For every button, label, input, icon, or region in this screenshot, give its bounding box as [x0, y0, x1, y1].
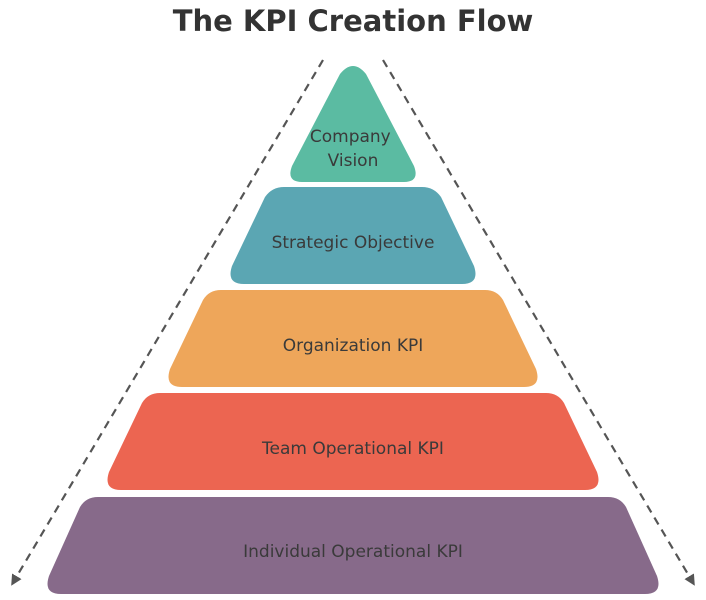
tier-individual-operational-kpi-label: Individual Operational KPI: [243, 542, 463, 562]
tier-organization-kpi-shape: [168, 290, 538, 387]
tier-organization-kpi-label: Organization KPI: [283, 336, 424, 356]
tier-organization-kpi: Organization KPI: [168, 290, 538, 387]
right-dashed-arrow: [382, 59, 695, 586]
tier-strategic-objective-shape: [230, 187, 476, 284]
tier-company-vision-line-1: Company: [310, 127, 391, 147]
tier-team-operational-kpi-shape: [107, 393, 599, 490]
tier-strategic-objective-label: Strategic Objective: [272, 233, 435, 253]
tier-company-vision-shape: [290, 66, 416, 182]
diagram-title: The KPI Creation Flow: [172, 4, 534, 38]
tier-individual-operational-kpi: Individual Operational KPI: [47, 497, 659, 594]
tier-strategic-objective: Strategic Objective: [230, 187, 476, 284]
tier-company-vision: Company Vision: [290, 66, 416, 182]
tier-company-vision-line-2: Vision: [328, 151, 379, 171]
tier-company-vision-label: Company Vision: [310, 127, 396, 171]
tier-team-operational-kpi-label: Team Operational KPI: [261, 439, 444, 459]
tier-individual-operational-kpi-shape: [47, 497, 659, 594]
tier-team-operational-kpi: Team Operational KPI: [107, 393, 599, 490]
left-dashed-arrow: [11, 59, 324, 586]
